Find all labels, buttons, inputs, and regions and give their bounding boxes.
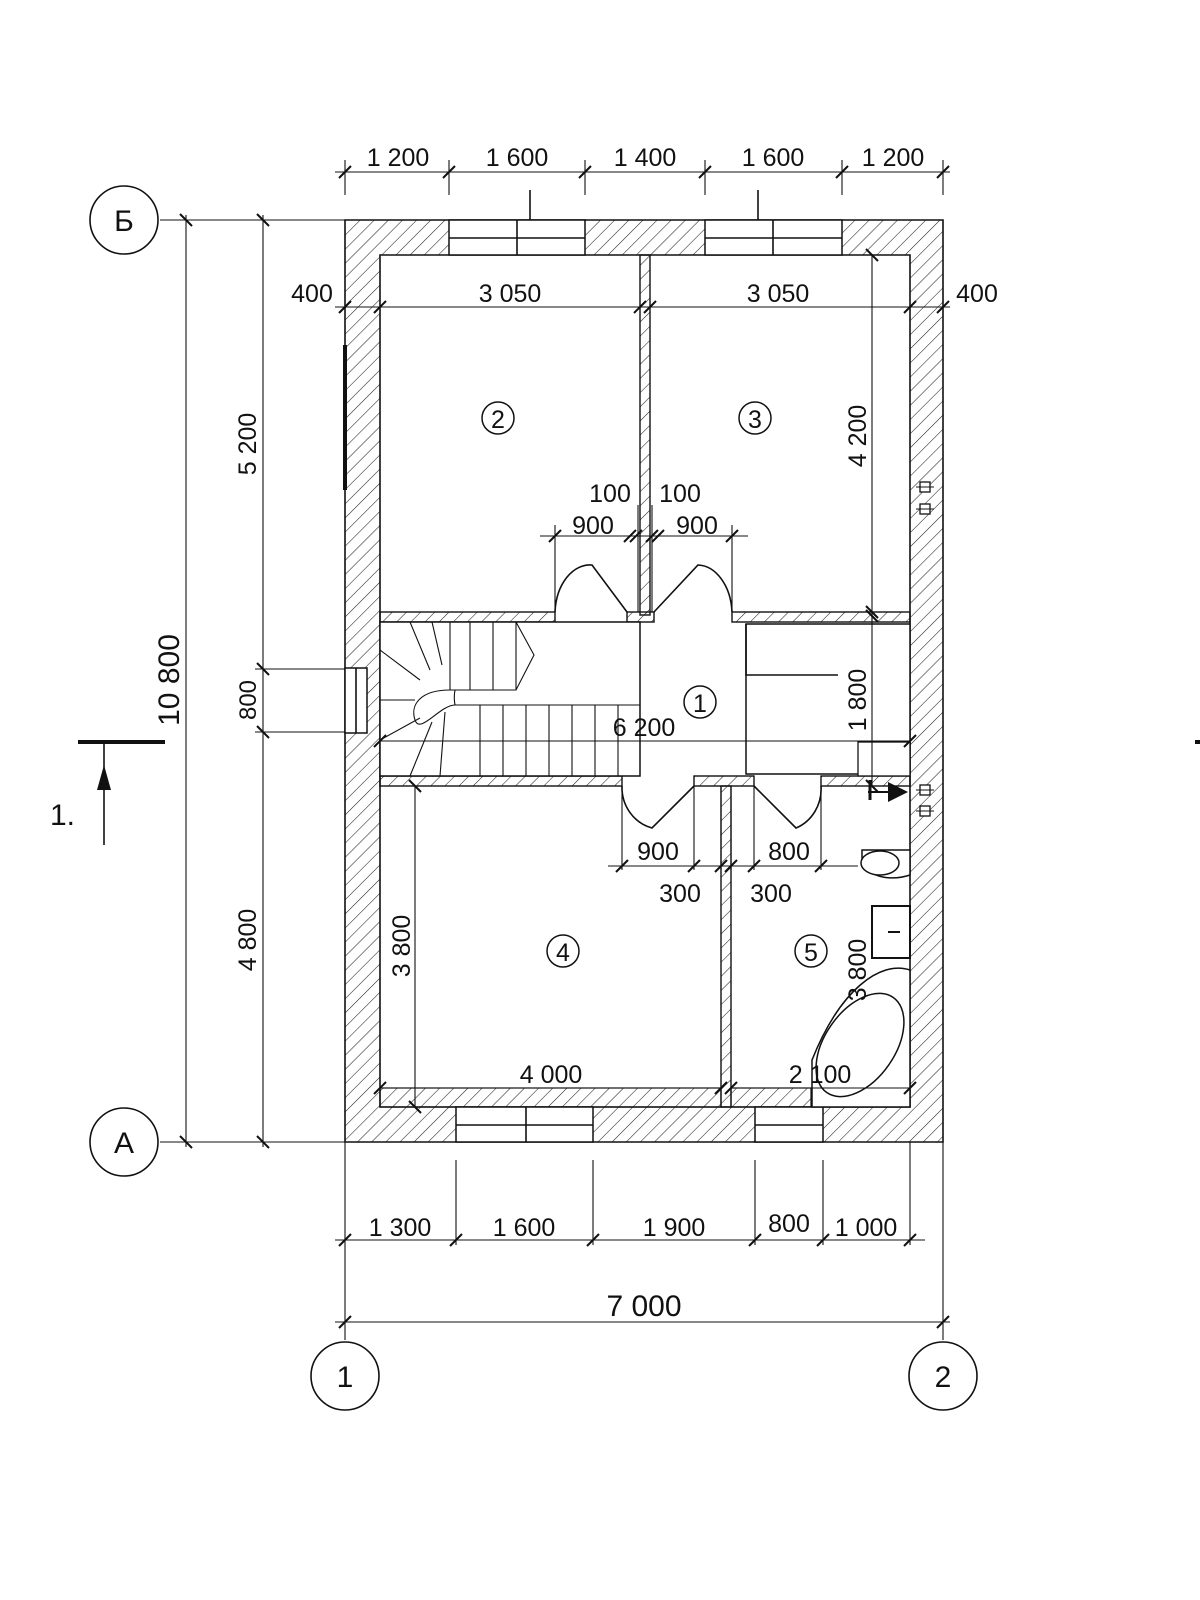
dim-room3-height: 4 200 — [844, 405, 872, 468]
section-label: 1. — [50, 799, 75, 832]
dim-jamb4: 300 — [659, 880, 701, 908]
dim-bottom-4: 800 — [768, 1210, 810, 1238]
dim-hall-length: 6 200 — [613, 714, 676, 742]
dim-room4-height: 3 800 — [388, 915, 416, 978]
dim-wall-left: 400 — [291, 280, 333, 308]
fixtures — [745, 481, 934, 1108]
axis-bubbles: Б А 1 2 — [89, 185, 978, 1411]
axis-label-2: 2 — [935, 1361, 952, 1394]
axis-label-b: Б — [114, 205, 134, 238]
dim-top-1: 1 200 — [367, 144, 430, 172]
dim-bottom-5: 1 000 — [835, 1214, 898, 1242]
dim-top-2: 1 600 — [486, 144, 549, 172]
dim-top-3: 1 400 — [614, 144, 677, 172]
dim-room3-width: 3 050 — [747, 280, 810, 308]
staircase — [379, 621, 641, 777]
room-4-label: 4 — [556, 939, 570, 967]
windows — [343, 190, 843, 1143]
room-2-label: 2 — [491, 406, 505, 434]
dim-bottom-3: 1 900 — [643, 1214, 706, 1242]
dim-room5-height: 3 800 — [844, 939, 872, 1002]
dim-door2: 900 — [572, 512, 614, 540]
dim-partition-left: 100 — [589, 480, 631, 508]
dim-overall-width: 7 000 — [606, 1290, 681, 1323]
dim-left-2: 800 — [235, 680, 262, 720]
dim-room2-width: 3 050 — [479, 280, 542, 308]
dimension-lines — [179, 160, 950, 1329]
room-1-label: 1 — [693, 690, 707, 718]
axis-bubble-1 — [310, 1341, 380, 1411]
dim-room5-width: 2 100 — [789, 1061, 852, 1089]
axis-label-a: А — [114, 1127, 134, 1160]
dim-bottom-1: 1 300 — [369, 1214, 432, 1242]
axis-bubble-a — [89, 1107, 159, 1177]
dim-wall-right: 400 — [956, 280, 998, 308]
dim-overall-height: 10 800 — [153, 634, 186, 726]
dim-partition-right: 100 — [659, 480, 701, 508]
dim-left-1: 5 200 — [234, 413, 262, 476]
dim-bottom-2: 1 600 — [493, 1214, 556, 1242]
dimension-labels: 1 200 1 600 1 400 1 600 1 200 1 300 1 60… — [153, 144, 998, 1323]
dim-left-3: 4 800 — [234, 909, 262, 972]
dim-door3: 900 — [676, 512, 718, 540]
dim-jamb5: 300 — [750, 880, 792, 908]
dim-door4: 900 — [637, 838, 679, 866]
room-5-label: 5 — [804, 939, 818, 967]
axis-bubble-b — [89, 185, 159, 255]
dim-door5: 800 — [768, 838, 810, 866]
axis-bubble-2 — [908, 1341, 978, 1411]
grid-lines — [160, 215, 944, 1340]
room-3-label: 3 — [748, 406, 762, 434]
dim-top-5: 1 200 — [862, 144, 925, 172]
axis-label-1: 1 — [337, 1361, 354, 1394]
dim-top-4: 1 600 — [742, 144, 805, 172]
dim-hall-depth: 1 800 — [844, 669, 872, 732]
dim-room4-width: 4 000 — [520, 1061, 583, 1089]
section-mark: 1. — [50, 740, 1200, 845]
room-markers: 1 2 3 4 5 — [481, 401, 828, 968]
